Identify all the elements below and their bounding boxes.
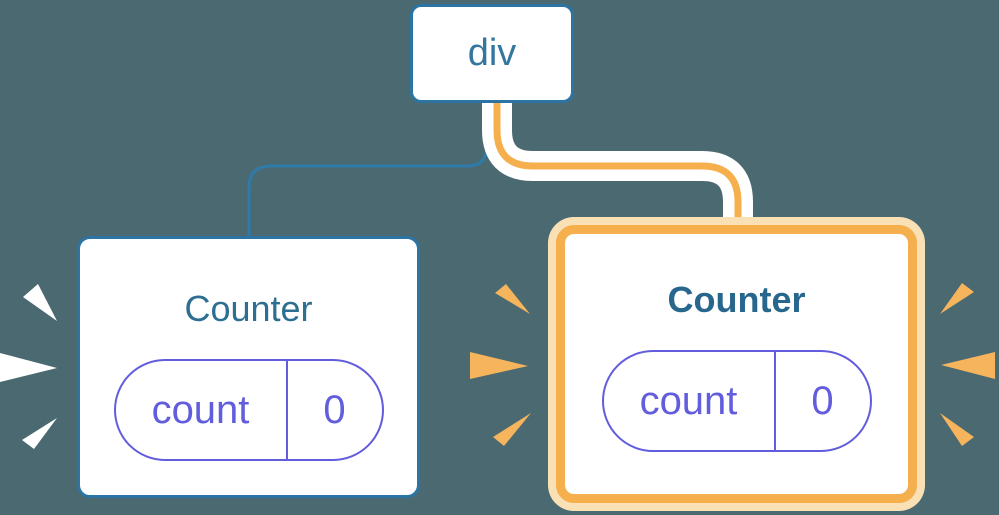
counter-title: Counter [184, 288, 313, 329]
state-key: count [604, 352, 776, 450]
burst-ray-icon [493, 413, 531, 446]
burst-ray-icon [23, 284, 57, 321]
state-key: count [116, 361, 288, 459]
burst-ray-icon [470, 352, 528, 379]
burst-rays-orange-inner-icon [470, 284, 531, 446]
burst-ray-icon [941, 352, 995, 379]
state-pill: count 0 [113, 359, 384, 461]
burst-ray-icon [22, 418, 57, 449]
state-value: 0 [323, 387, 346, 432]
tree-node-div: div [410, 4, 574, 103]
state-pill: count 0 [601, 350, 872, 452]
burst-ray-icon [495, 284, 530, 314]
edge-root-to-left-counter [247, 100, 489, 240]
burst-ray-icon [940, 283, 974, 314]
tree-node-div-label: div [467, 32, 517, 74]
counter-card-right-highlighted: Counter count 0 [556, 225, 917, 503]
counter-card-left: Counter count 0 [77, 236, 420, 498]
counter-title: Counter [667, 279, 806, 320]
edge-root-to-right-counter [493, 100, 742, 236]
burst-rays-orange-outer-icon [940, 283, 995, 446]
burst-ray-icon [940, 413, 974, 446]
burst-ray-icon [0, 353, 57, 382]
burst-rays-white-icon [0, 284, 57, 449]
state-value: 0 [811, 378, 834, 423]
